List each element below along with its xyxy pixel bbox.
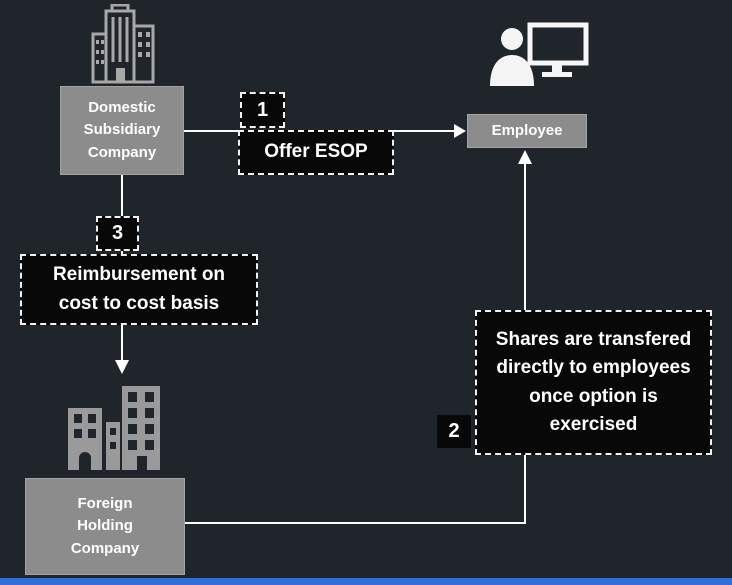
bottom-blue-strip (0, 578, 732, 585)
step-2-badge: 2 (437, 415, 471, 448)
arrowhead-up (518, 150, 532, 164)
node-domestic-subsidiary-label: Domestic Subsidiary Company (83, 98, 161, 161)
step-1-badge: 1 (240, 92, 285, 128)
city-buildings-icon (68, 386, 160, 470)
office-building-icon (91, 4, 155, 84)
node-domestic-subsidiary: Domestic Subsidiary Company (60, 86, 184, 175)
node-employee-label: Employee (491, 121, 563, 139)
node-employee: Employee (467, 114, 587, 148)
arrowhead-down (115, 360, 129, 374)
connector-share-transfer-line (185, 163, 526, 524)
step-3-label-reimbursement: Reimbursement on cost to cost basis (20, 254, 258, 325)
arrowhead-right (454, 124, 466, 138)
step-1-label-offer-esop: Offer ESOP (238, 130, 394, 175)
step-2-label-share-transfer: Shares are transfered directly to employ… (475, 310, 712, 455)
node-foreign-holding: Foreign Holding Company (25, 478, 185, 575)
node-foreign-holding-label: Foreign Holding Company (70, 494, 140, 557)
step-3-badge: 3 (96, 216, 139, 251)
person-at-computer-icon (490, 22, 589, 86)
